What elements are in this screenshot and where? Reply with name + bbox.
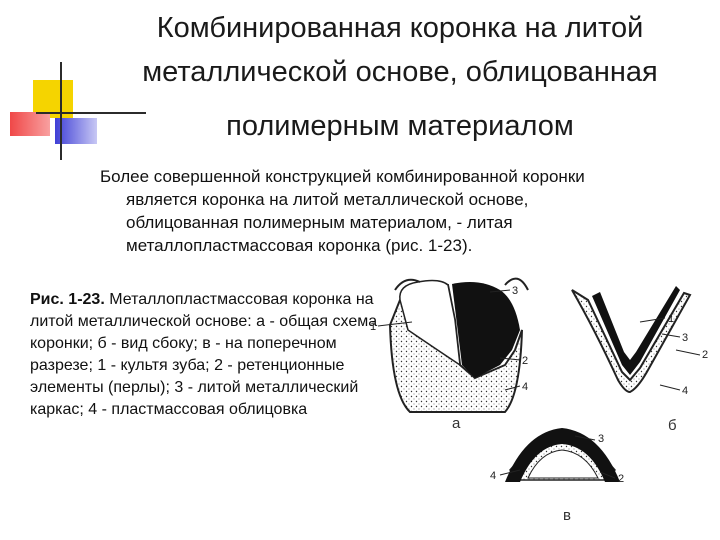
paragraph-line-2: является коронка на литой металлической … [126,190,529,209]
figure-v-leader-3 [574,435,596,441]
figure-a-leader-2 [499,357,521,361]
body-paragraph: Более совершенной конструкцией комбиниро… [100,165,680,257]
figure-b-crown: 1 2 3 4 б [571,286,708,434]
figure-b-label: б [668,417,677,434]
figure-v-crown: 3 4 2 в [490,428,624,524]
paragraph-line-3: облицованная полимерным материалом, - ли… [126,213,513,232]
deco-blue-square [55,118,97,144]
paragraph-line-1: Более совершенной конструкцией комбиниро… [100,167,585,186]
slide-title: Комбинированная коронка на литой металли… [90,6,710,148]
figure-a-facing [388,283,523,413]
figure-b-leader-3 [661,333,681,338]
figure-a-stump [399,279,461,367]
figure-b-leader-1 [639,317,666,323]
figure-b-facing [571,289,692,394]
figure-v-metal-frame [505,428,620,482]
paragraph-line-4: металлопластмассовая коронка (рис. 1-23)… [126,236,473,255]
figure-b-num-1: 1 [668,313,674,325]
figure-a-metal-frame [452,282,520,378]
deco-yellow-square [33,80,73,118]
caption-label: Рис. 1-23. [30,291,105,308]
figure-v-num-4: 4 [490,470,496,482]
figure-v-facing [508,439,617,481]
figure-b-metal-frame [592,286,680,375]
deco-red-square [10,112,50,136]
figure-b-num-4: 4 [682,385,688,397]
caption-text: Металлопластмассовая коронка на литой ме… [30,291,378,418]
figure-b-num-2: 2 [702,349,708,361]
figure-a-num-2: 2 [522,355,528,367]
figure-b-leader-2 [675,349,701,356]
figure-a-leader-1 [377,321,413,327]
title-line-1: Комбинированная коронка на литой [156,12,644,44]
figure-a-num-4: 4 [522,381,528,393]
figure-a-root-outline [394,277,529,291]
figure-b-num-3: 3 [682,332,688,344]
figure-v-label: в [563,507,571,524]
figure-v-leader-2 [599,471,616,479]
figure-v-num-2: 2 [618,473,624,485]
figure-a-num-3: 3 [512,285,518,297]
deco-horizontal-line [36,112,146,114]
figure-v-stump [527,449,599,479]
title-line-2: металлической основе, облицованная [142,56,658,88]
deco-vertical-line [60,62,62,160]
title-line-3: полимерным материалом [226,110,574,142]
figure-a-leader-4 [504,385,521,391]
figure-v-leader-4 [499,469,521,476]
figure-a-label: а [452,415,461,432]
figure-b-leader-4 [659,384,681,391]
figure-caption: Рис. 1-23. Металлопластмассовая коронка … [30,289,380,421]
figure-a-crown: 1 2 3 4 а [370,277,529,432]
figure-v-num-3: 3 [598,433,604,445]
figure-a-leader-3 [489,289,511,293]
